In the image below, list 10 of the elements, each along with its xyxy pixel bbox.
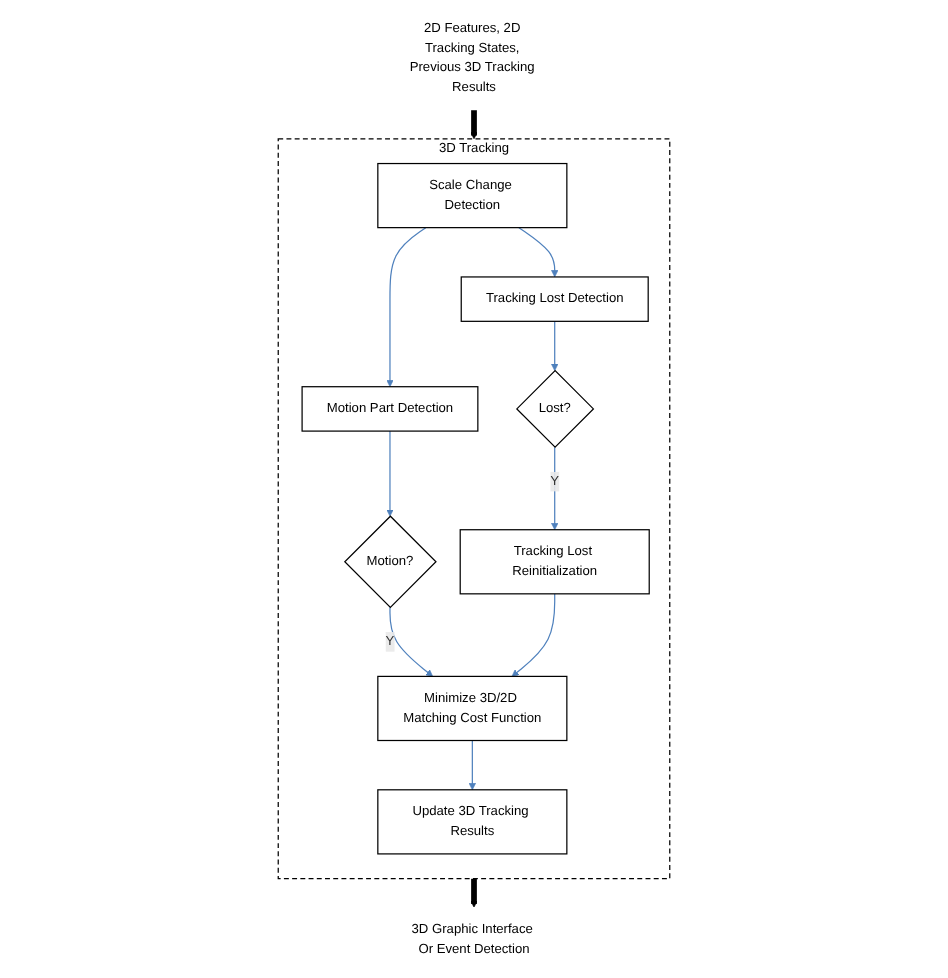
arrow (470, 878, 478, 908)
arrow (468, 739, 476, 791)
arrow (551, 320, 559, 371)
arrow (470, 109, 478, 140)
arrow (518, 227, 559, 278)
arrow (386, 430, 394, 517)
arrow (551, 446, 559, 531)
arrow (386, 227, 427, 388)
arrow (511, 593, 556, 677)
arrow (389, 606, 433, 677)
